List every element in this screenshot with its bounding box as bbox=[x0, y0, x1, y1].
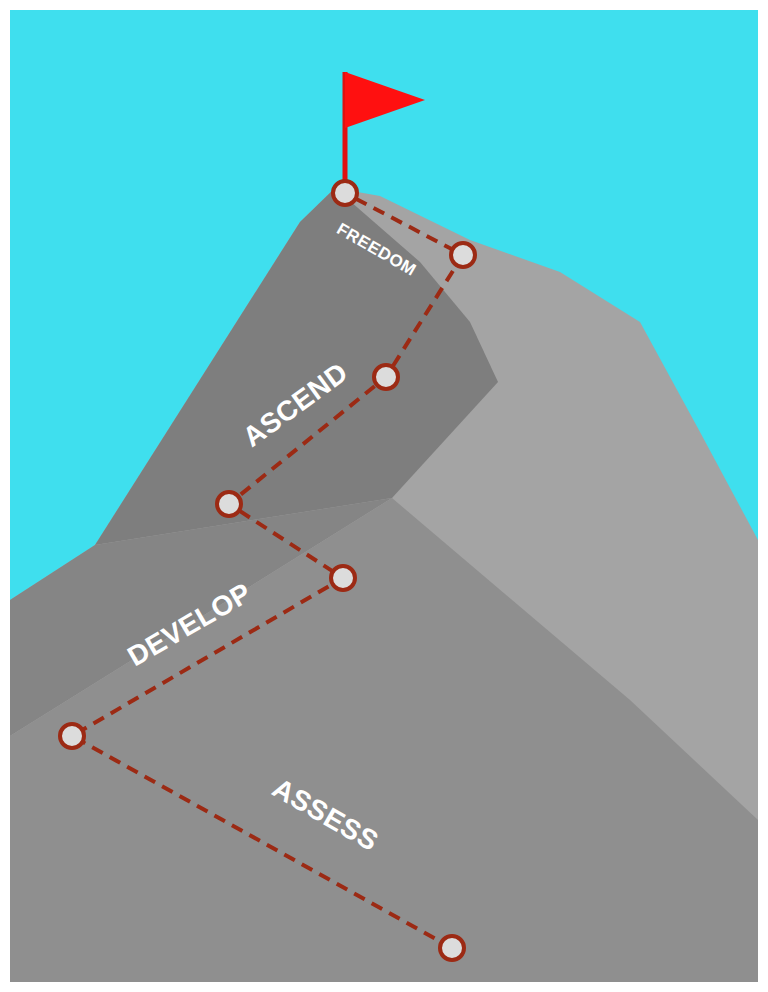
sky bbox=[10, 10, 758, 982]
route-point bbox=[440, 936, 464, 960]
flag bbox=[345, 72, 425, 128]
mountain-body bbox=[10, 188, 758, 982]
route-point bbox=[374, 365, 398, 389]
route-point bbox=[451, 243, 475, 267]
route-point bbox=[333, 181, 357, 205]
route-point bbox=[60, 724, 84, 748]
mountain-upper-face bbox=[95, 188, 498, 545]
route-point bbox=[331, 566, 355, 590]
route-point bbox=[217, 492, 241, 516]
route-points bbox=[60, 181, 475, 960]
mountain-lower-face bbox=[10, 498, 758, 982]
route-line bbox=[72, 193, 463, 948]
